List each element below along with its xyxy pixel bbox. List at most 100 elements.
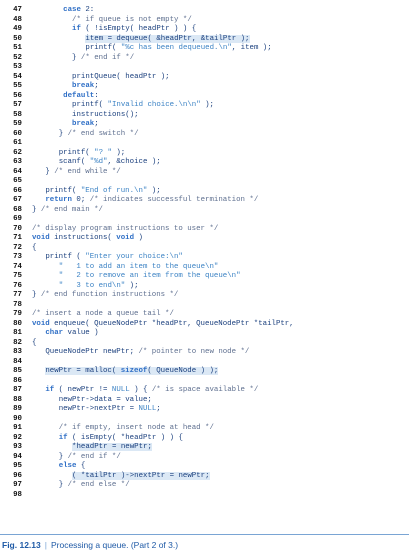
line-number: 79 — [13, 310, 22, 318]
line-number: 71 — [13, 234, 22, 242]
code-line: 91/* if empty, insert node at head */ — [6, 424, 404, 434]
line-number: 88 — [13, 395, 22, 404]
code-text: printf( "? " ); — [32, 148, 126, 159]
code-token: /* end main */ — [40, 205, 103, 214]
code-text: } /* end else */ — [32, 481, 130, 491]
code-line: 75" 2 to remove an item from the queue\n… — [6, 272, 404, 282]
code-text: printf( "End of run.\n" ); — [32, 186, 161, 197]
code-line: 76" 3 to end\n" ); — [6, 282, 404, 292]
code-text: char value ) — [32, 329, 99, 339]
code-token: "? " — [94, 148, 112, 157]
code-token: ( QueueNode ) ); — [147, 367, 219, 375]
code-token: 2: — [80, 6, 95, 14]
code-line: 49 if ( !isEmpty( headPtr ) ) { — [6, 25, 404, 35]
code-token: ) — [134, 234, 143, 242]
line-number: 74 — [13, 262, 22, 271]
line-number: 77 — [13, 291, 22, 299]
line-number: 59 — [13, 120, 22, 128]
line-number: 95 — [13, 462, 22, 470]
code-token: { — [76, 462, 86, 470]
code-line: 88 newPtr->data = value; — [6, 396, 404, 406]
code-token: /* pointer to new node */ — [138, 348, 250, 356]
code-token: sizeof — [120, 367, 148, 375]
code-token: { — [32, 243, 37, 252]
code-token: ( !isEmpty( headPtr ) ) { — [80, 25, 197, 33]
code-line: 65 — [6, 177, 404, 187]
code-token: NULL — [138, 405, 157, 413]
code-token: instructions( — [49, 234, 117, 242]
code-token: } — [72, 53, 81, 62]
code-text: return 0; /* indicates successful termin… — [32, 196, 258, 206]
code-token: printf ( — [45, 253, 86, 261]
code-text: /* display program instructions to user … — [32, 225, 218, 235]
code-text: /* if empty, insert node at head */ — [32, 424, 214, 434]
code-line: 77 } /* end function instructions */ — [6, 291, 404, 301]
code-token: /* indicates successful termination */ — [89, 196, 259, 204]
code-text: } /* end switch */ — [32, 130, 139, 140]
line-number: 67 — [13, 196, 22, 204]
code-token: /* display program instructions to user … — [32, 224, 219, 233]
line-number: 57 — [13, 101, 22, 109]
line-number: 49 — [13, 25, 22, 33]
code-token: { — [32, 338, 37, 347]
line-number: 90 — [13, 414, 22, 423]
code-token: value ) — [63, 329, 99, 337]
code-text: printf( "Invalid choice.\n\n" ); — [32, 101, 214, 111]
code-token: } — [45, 167, 55, 176]
code-text: } /* end function instructions */ — [32, 291, 178, 301]
code-token: , &choice ); — [107, 158, 161, 166]
line-number: 52 — [13, 53, 22, 62]
code-text: void instructions( void ) — [32, 234, 143, 244]
line-number: 58 — [13, 110, 22, 119]
figure-label: Fig. 12.13 — [2, 540, 41, 550]
code-token: break — [72, 82, 95, 90]
code-token: printf( — [45, 186, 81, 195]
code-line: 71 void instructions( void ) — [6, 234, 404, 244]
code-token: /* if empty, insert node at head */ — [58, 424, 214, 432]
code-token: default — [63, 91, 95, 100]
line-number: 72 — [13, 243, 22, 252]
line-number: 56 — [13, 91, 22, 100]
code-line: 98 — [6, 491, 404, 501]
line-number: 98 — [13, 490, 22, 499]
line-number: 92 — [13, 433, 22, 442]
line-number: 97 — [13, 481, 22, 489]
code-token: newPtr->data = value; — [58, 395, 152, 404]
code-token: } — [58, 129, 68, 138]
code-text: ( *tailPtr )->nextPtr = newPtr; — [32, 471, 210, 482]
line-number: 81 — [13, 329, 22, 337]
line-number: 47 — [13, 6, 22, 14]
code-text: printQueue( headPtr ); — [32, 73, 170, 83]
code-text: } /* end while */ — [32, 167, 120, 178]
line-number: 73 — [13, 253, 22, 261]
code-token: ( isEmpty( *headPtr ) ) { — [67, 433, 183, 442]
code-token: if — [72, 25, 81, 33]
code-line: 57 printf( "Invalid choice.\n\n" ); — [6, 101, 404, 111]
code-line: 60} /* end switch */ — [6, 130, 404, 140]
code-token: } — [32, 205, 41, 214]
code-token: : — [94, 91, 99, 100]
line-number: 64 — [13, 167, 22, 176]
code-text: if ( newPtr != NULL ) { /* is space avai… — [32, 386, 258, 396]
code-token: "Enter your choice:\n" — [85, 253, 183, 261]
code-line: 56 default: — [6, 92, 404, 102]
line-number: 82 — [13, 338, 22, 347]
line-number: 76 — [13, 281, 22, 290]
code-token: item = dequeue( &headPtr, &tailPtr ); — [85, 34, 250, 43]
line-number: 83 — [13, 348, 22, 356]
code-token: /* end else */ — [67, 481, 130, 489]
code-line: 97 } /* end else */ — [6, 481, 404, 491]
code-text: if ( !isEmpty( headPtr ) ) { — [32, 25, 196, 35]
code-token: ); — [147, 186, 161, 195]
code-line: 53 — [6, 63, 404, 73]
